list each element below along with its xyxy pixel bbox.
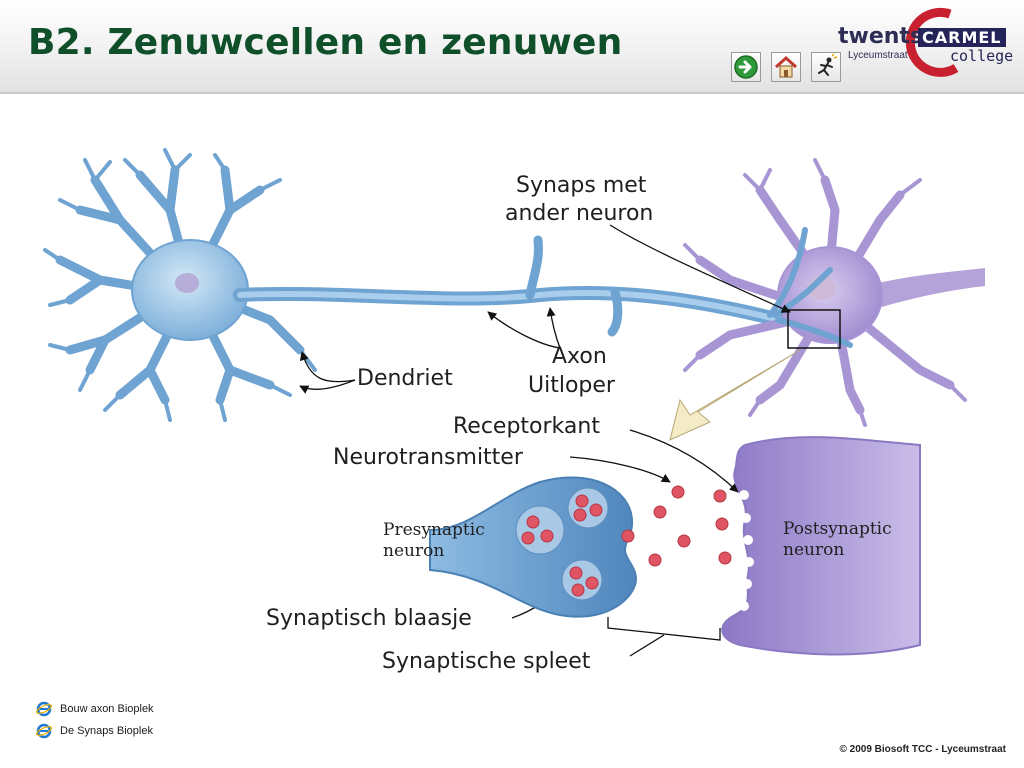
- house-icon: [774, 55, 798, 78]
- link-de-synaps[interactable]: De Synaps Bioplek: [36, 720, 154, 742]
- green-arrow-right-icon: [734, 55, 758, 79]
- postsynaptic-terminal: [721, 436, 921, 656]
- home-button[interactable]: [771, 52, 801, 82]
- neurotransmitters: [521, 485, 732, 597]
- logo-college: college: [950, 47, 1014, 65]
- running-figure-icon: [818, 53, 838, 76]
- label-neurotransmitter: Neurotransmitter: [333, 445, 524, 470]
- logo-lyceumstraat: Lyceumstraat: [848, 50, 908, 61]
- receptor-sites: [739, 490, 754, 611]
- school-logo: twents CARMEL college Lyceumstraat: [832, 6, 1014, 78]
- link-text[interactable]: Bouw axon Bioplek: [60, 703, 154, 715]
- spleet-pointer: [629, 634, 665, 657]
- internet-explorer-icon: [36, 701, 52, 717]
- label-presynaptic-line1: Presynaptic: [383, 520, 485, 540]
- zoom-arrow: [669, 349, 801, 441]
- link-bouw-axon[interactable]: Bouw axon Bioplek: [36, 698, 154, 720]
- label-synaptisch-blaasje: Synaptisch blaasje: [266, 606, 472, 631]
- slide-title: B2. Zenuwcellen en zenuwen: [28, 22, 623, 63]
- label-postsynaptic-line2: neuron: [783, 540, 844, 560]
- link-text[interactable]: De Synaps Bioplek: [60, 725, 153, 737]
- label-presynaptic-line2: neuron: [383, 541, 444, 561]
- spleet-bracket: [607, 617, 721, 641]
- zoom-box: [787, 309, 841, 349]
- internet-explorer-icon: [36, 723, 52, 739]
- label-synaptische-spleet: Synaptische spleet: [382, 649, 591, 674]
- label-postsynaptic-line1: Postsynaptic: [783, 519, 892, 539]
- label-dendriet: Dendriet: [357, 366, 453, 391]
- resource-links: Bouw axon Bioplek De Synaps Bioplek: [36, 698, 154, 742]
- slide-header: B2. Zenuwcellen en zenuwen twents CARMEL…: [0, 0, 1024, 94]
- label-synaps-line1: Synaps met: [516, 173, 647, 198]
- label-uitloper: Uitloper: [528, 373, 616, 398]
- logo-twents: twents: [838, 24, 924, 49]
- blue-neuron-nucleus: [175, 273, 199, 293]
- copyright-footer: © 2009 Biosoft TCC - Lyceumstraat: [839, 744, 1006, 755]
- logo-carmel: CARMEL: [918, 28, 1006, 47]
- neuron-synapse-diagram: Synaps met ander neuron Dendriet Axon Ui…: [43, 148, 985, 674]
- label-axon: Axon: [552, 344, 607, 369]
- next-button[interactable]: [731, 52, 761, 82]
- label-synaps-line2: ander neuron: [505, 201, 653, 226]
- label-receptorkant: Receptorkant: [453, 414, 600, 439]
- carmel-c-logo-icon: [905, 7, 959, 77]
- exit-button[interactable]: [811, 52, 841, 82]
- axon: [233, 235, 787, 337]
